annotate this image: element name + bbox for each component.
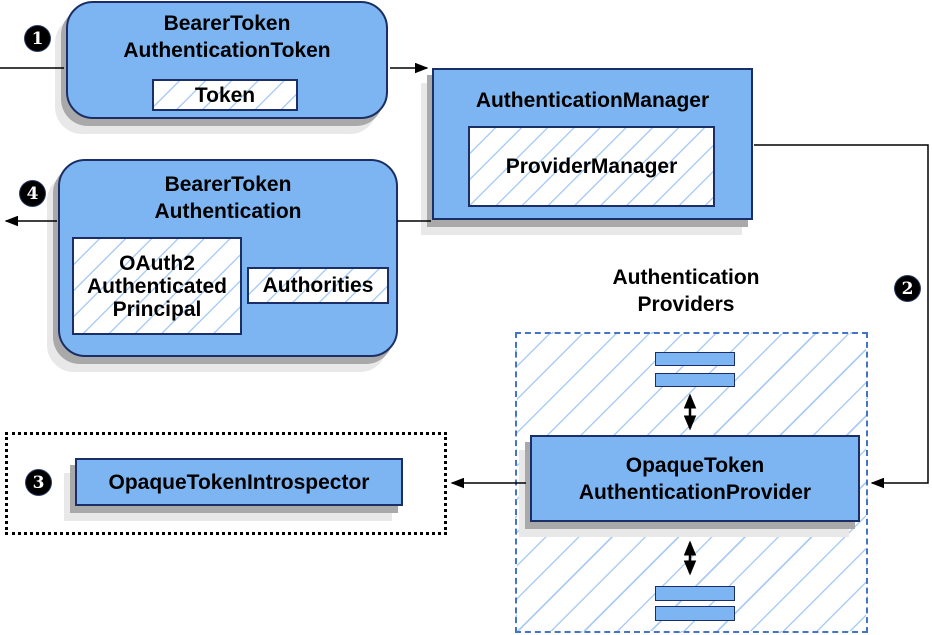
token-chip: Token bbox=[152, 79, 298, 111]
provider-line-1: OpaqueToken bbox=[625, 453, 765, 477]
opaque-token-authentication-provider-node: OpaqueToken AuthenticationProvider bbox=[530, 435, 860, 522]
provider-stack-bottom-bar-2 bbox=[655, 606, 735, 621]
oauth2-authenticated-principal-chip: OAuth2 Authenticated Principal bbox=[72, 237, 242, 335]
provider-stack-top-bar-2 bbox=[655, 373, 735, 387]
caption-line-1: Authentication bbox=[612, 266, 760, 289]
authorities-chip: Authorities bbox=[247, 267, 389, 304]
step-4-badge: 4 bbox=[20, 181, 45, 206]
provider-line-2: AuthenticationProvider bbox=[578, 480, 812, 504]
title-line-2: AuthenticationToken bbox=[123, 39, 331, 62]
provider-stack-bottom-bar-1 bbox=[655, 586, 735, 601]
node-title: AuthenticationManager bbox=[434, 70, 751, 114]
title-line: AuthenticationManager bbox=[475, 89, 710, 112]
title-line-1: BearerToken bbox=[164, 173, 292, 196]
provider-manager-label: ProviderManager bbox=[505, 155, 678, 178]
node-title: BearerToken Authentication bbox=[60, 161, 396, 225]
authorities-label: Authorities bbox=[262, 274, 374, 297]
bearer-token-authentication-token-node: BearerToken AuthenticationToken Token bbox=[66, 1, 388, 119]
step-2-badge: 2 bbox=[895, 276, 920, 301]
caption-line-2: Providers bbox=[637, 293, 735, 316]
bearer-token-authentication-node: BearerToken Authentication OAuth2 Authen… bbox=[58, 159, 398, 357]
opaque-token-introspector-node: OpaqueTokenIntrospector bbox=[75, 458, 403, 506]
authentication-providers-caption: Authentication Providers bbox=[586, 264, 786, 318]
authentication-manager-node: AuthenticationManager ProviderManager bbox=[432, 68, 753, 220]
title-line-2: Authentication bbox=[154, 200, 302, 223]
introspector-dotted-container: OpaqueTokenIntrospector bbox=[5, 432, 447, 535]
provider-stack-top-bar-1 bbox=[655, 352, 735, 366]
provider-manager-chip: ProviderManager bbox=[468, 126, 715, 207]
step-1-badge: 1 bbox=[25, 26, 50, 51]
title-line-1: BearerToken bbox=[163, 12, 291, 35]
node-title: BearerToken AuthenticationToken bbox=[68, 3, 386, 64]
step-3-badge: 3 bbox=[26, 470, 51, 495]
token-label: Token bbox=[194, 83, 256, 107]
introspector-label: OpaqueTokenIntrospector bbox=[108, 470, 370, 494]
principal-line-2: Authenticated bbox=[86, 274, 227, 298]
principal-line-3: Principal bbox=[112, 297, 202, 321]
principal-line-1: OAuth2 bbox=[119, 251, 195, 275]
authentication-providers-container: OpaqueToken AuthenticationProvider bbox=[515, 332, 868, 633]
